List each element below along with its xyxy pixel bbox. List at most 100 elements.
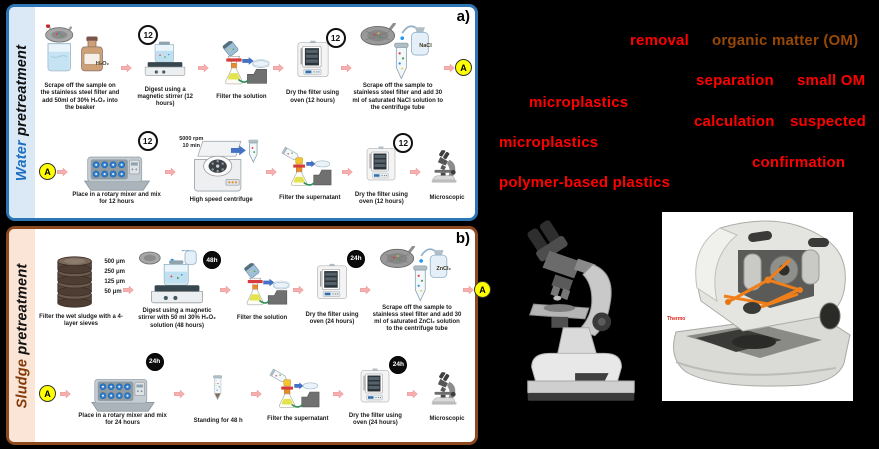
clock-12h-icon: 12: [137, 130, 158, 151]
step-caption: Place in a rotary mixer and mix for 24 h…: [78, 412, 167, 426]
flow-arrow-icon: [174, 389, 185, 399]
sieve-mesh-labels: 500 μm 250 μm 125 μm 50 μm: [104, 259, 125, 295]
water-row-1: H₂O₂ Scrape off the sample on the stainl…: [39, 9, 472, 126]
step-caption: Digest using a magnetic stirrer with 50 …: [138, 308, 216, 329]
annotation-separation: separation: [696, 72, 774, 89]
panel-label-a: a): [456, 8, 470, 25]
flow-arrow-icon: [342, 167, 353, 177]
flow-arrow-icon: [165, 167, 176, 177]
clock-12h-icon: 12: [393, 132, 414, 153]
clock-24h-icon: 24h: [347, 249, 365, 268]
flow-arrow-icon: [360, 285, 371, 295]
zncl2-bottle-label: ZnCl₂: [436, 265, 451, 272]
annotation-organic-matter: organic matter (OM): [712, 32, 859, 49]
panel-label-b: b): [455, 230, 470, 247]
flow-arrow-icon: [341, 63, 352, 73]
flow-arrow-icon: [60, 389, 71, 399]
flow-arrow-icon: [220, 285, 231, 295]
step-caption: Microscopic: [429, 416, 465, 423]
water-panel-title: Water pretreatment: [14, 44, 30, 180]
water-title-rest: pretreatment: [14, 44, 31, 140]
step-caption: Filter the supernatant: [267, 416, 329, 423]
filter-supernatant-icon: [267, 363, 329, 415]
water-row-2: A 12 Place in a rotary mixer and mix for…: [39, 126, 472, 217]
nacl-bottle-label: NaCl: [419, 43, 432, 50]
step-digest-stirrer-h2o2: 48h Digest using a magnetic stirrer with…: [134, 249, 221, 329]
step-caption: Dry the filter using oven (24 hours): [348, 412, 402, 426]
step-filter-supernatant: Filter the supernatant: [279, 140, 341, 202]
thermo-brand-label: Thermo: [667, 316, 686, 322]
water-title-strip: Water pretreatment: [9, 7, 35, 218]
beaker-dropper-bottle-icon: [40, 23, 120, 82]
flow-arrow-icon: [463, 285, 474, 295]
water-pretreatment-panel: Water pretreatment a) H₂O₂ Scrape off th…: [6, 4, 478, 221]
step-microscopic: Microscopic: [422, 363, 472, 423]
flow-marker-a: A: [474, 281, 491, 298]
step-dry-oven: 24h Dry the filter using oven (24 hours): [304, 249, 365, 326]
sludge-title-strip: Sludge pretreatment: [9, 229, 35, 442]
flow-arrow-icon: [333, 389, 344, 399]
flow-marker-a: A: [39, 163, 56, 180]
centrifuge-tube-icon: [197, 361, 239, 417]
annotation-microplastics: microplastics: [529, 94, 629, 111]
microscope-icon: [423, 363, 471, 415]
step-caption: Scrape off the sample to stainless steel…: [372, 304, 462, 333]
step-filter-supernatant: Filter the supernatant: [267, 363, 329, 423]
ftir-illustration: [673, 220, 851, 387]
flow-arrow-icon: [121, 63, 132, 73]
optical-microscope-image: [527, 220, 635, 401]
annotation-small-om: small OM: [797, 72, 866, 89]
step-digest-stirrer: 12 Digest using a magnetic stirrer (12 h…: [132, 24, 198, 108]
step-scrape-sample: H₂O₂ Scrape off the sample on the stainl…: [39, 23, 121, 111]
sieve-label-125: 125 μm: [104, 278, 125, 285]
flow-marker-a: A: [39, 385, 56, 402]
sludge-pretreatment-panel: Sludge pretreatment b) 500 μm 250 μm 125…: [6, 226, 491, 445]
step-caption: Place in a rotary mixer and mix for 12 h…: [72, 191, 161, 205]
filter-flask-icon: [209, 34, 273, 93]
step-caption: High speed centrifuge: [189, 197, 253, 204]
sludge-panel-content: b) 500 μm 250 μm 125 μm 50 μm Filter the…: [35, 229, 491, 442]
step-caption: Filter the solution: [236, 315, 288, 322]
clock-24h-icon: 24h: [389, 355, 408, 374]
flow-arrow-icon: [407, 389, 418, 399]
flow-arrow-icon: [293, 285, 304, 295]
step-caption: Filter the solution: [216, 93, 267, 100]
h2o2-bottle-label: H₂O₂: [95, 61, 109, 68]
sludge-row-2: A 24h Place in a rotary mixer and mix fo…: [39, 348, 472, 439]
step-caption: Digest using a magnetic stirrer (12 hour…: [137, 86, 194, 108]
filter-flask-icon: [231, 256, 293, 314]
water-title-accent: Water: [14, 139, 31, 181]
annotation-microplastics-2: microplastics: [499, 134, 599, 151]
step-standing-tube: Standing for 48 h: [189, 361, 247, 425]
step-sieve-sludge: 500 μm 250 μm 125 μm 50 μm Filter the we…: [39, 251, 125, 328]
centrifuge-rpm: 5000 rpm: [179, 136, 204, 143]
step-caption: Standing for 48 h: [193, 418, 243, 425]
clock-12h-icon: 12: [325, 28, 346, 49]
step-filter-solution: Filter the solution: [231, 256, 293, 322]
annotation-calculation: calculation: [694, 113, 775, 130]
step-caption: Dry the filter using oven (24 hours): [305, 311, 359, 325]
step-scrape-to-tube-zncl2: ZnCl₂ Scrape off the sample to stainless…: [371, 246, 463, 333]
sludge-title-accent: Sludge: [14, 358, 30, 408]
annotation-suspected: suspected: [790, 113, 866, 130]
ftir-microscope-image: Thermo: [662, 212, 853, 401]
step-dry-oven: 12 Dry the filter using oven (12 hours): [354, 132, 414, 206]
step-microscopic: Microscopic: [422, 140, 472, 202]
annotation-polymer-based: polymer-based plastics: [499, 174, 671, 191]
flow-arrow-icon: [266, 167, 277, 177]
flow-arrow-icon: [444, 63, 455, 73]
step-scrape-to-tube-nacl: NaCl Scrape off the sample to stainless …: [352, 23, 444, 111]
sieve-label-500: 500 μm: [104, 258, 125, 265]
sieve-label-250: 250 μm: [104, 268, 125, 275]
annotation-confirmation: confirmation: [752, 154, 846, 171]
step-caption: Filter the supernatant: [279, 195, 341, 202]
step-caption: Dry the filter using oven (12 hours): [286, 90, 340, 104]
step-rotary-mixer: 24h Place in a rotary mixer and mix for …: [76, 352, 170, 427]
step-caption: Scrape off the sample on the stainless s…: [40, 83, 120, 111]
step-dry-oven: 24h Dry the filter using oven (24 hours): [348, 355, 408, 427]
sludge-title-rest: pretreatment: [14, 263, 30, 359]
sieve-label-50: 50 μm: [104, 288, 122, 295]
